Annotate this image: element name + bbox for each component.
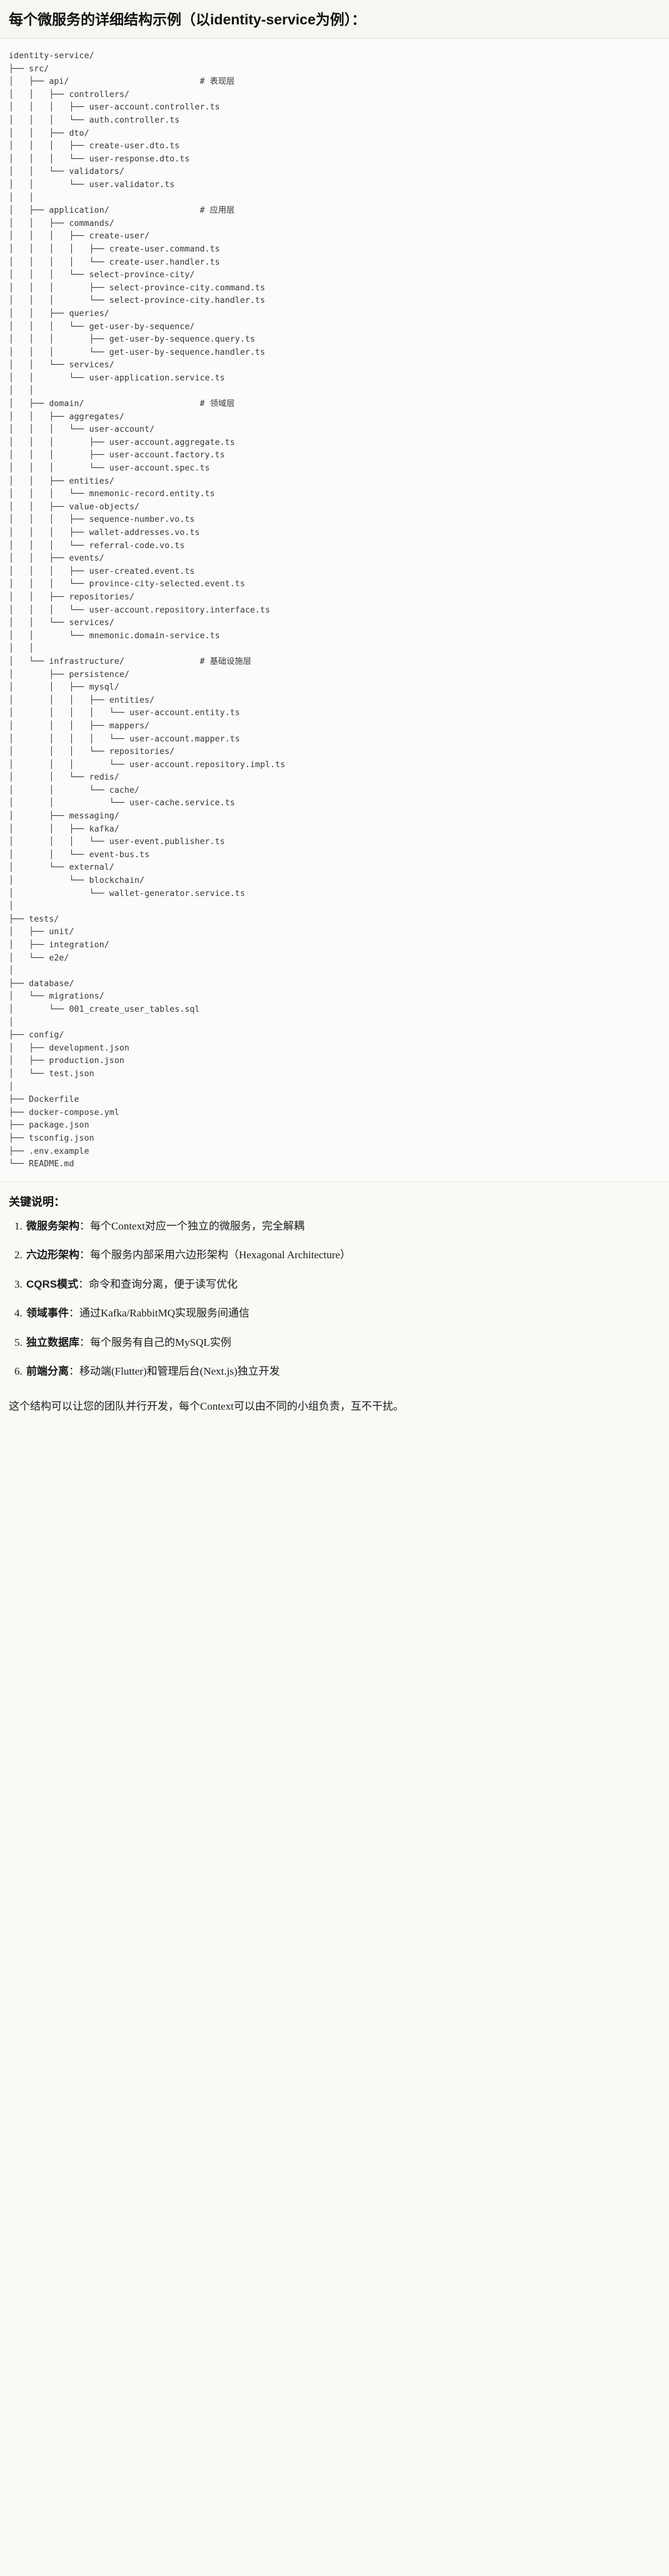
list-item: 六边形架构：每个服务内部采用六边形架构（Hexagonal Architectu… bbox=[25, 1247, 660, 1263]
list-item: 微服务架构：每个Context对应一个独立的微服务，完全解耦 bbox=[25, 1218, 660, 1235]
key-notes-title: 关键说明： bbox=[9, 1195, 65, 1208]
note-description: 每个服务内部采用六边形架构（Hexagonal Architecture） bbox=[90, 1249, 351, 1261]
note-separator: ： bbox=[78, 1278, 89, 1290]
directory-tree-block: identity-service/ ├── src/ │ ├── api/ # … bbox=[0, 39, 669, 1182]
note-separator: ： bbox=[79, 1249, 90, 1261]
note-description: 命令和查询分离，便于读写优化 bbox=[89, 1278, 238, 1290]
document-page: 每个微服务的详细结构示例（以identity-service为例）： ident… bbox=[0, 0, 669, 1428]
note-term: CQRS模式 bbox=[26, 1278, 79, 1290]
list-item: 独立数据库：每个服务有自己的MySQL实例 bbox=[25, 1335, 660, 1351]
list-item: 前端分离：移动端(Flutter)和管理后台(Next.js)独立开发 bbox=[25, 1363, 660, 1380]
note-term: 前端分离 bbox=[26, 1365, 69, 1378]
note-separator: ： bbox=[79, 1219, 90, 1232]
note-separator: ： bbox=[69, 1365, 79, 1378]
document-header: 每个微服务的详细结构示例（以identity-service为例）： bbox=[0, 0, 669, 39]
key-notes-section: 关键说明： 微服务架构：每个Context对应一个独立的微服务，完全解耦 六边形… bbox=[0, 1181, 669, 1395]
note-term: 领域事件 bbox=[26, 1307, 69, 1320]
page-title: 每个微服务的详细结构示例（以identity-service为例）： bbox=[9, 11, 366, 28]
note-term: 独立数据库 bbox=[26, 1336, 79, 1348]
list-item: CQRS模式：命令和查询分离，便于读写优化 bbox=[25, 1276, 660, 1293]
directory-tree: identity-service/ ├── src/ │ ├── api/ # … bbox=[9, 51, 286, 1169]
note-description: 每个服务有自己的MySQL实例 bbox=[90, 1336, 231, 1348]
note-term: 六边形架构 bbox=[26, 1249, 79, 1261]
note-separator: ： bbox=[79, 1336, 90, 1348]
note-description: 通过Kafka/RabbitMQ实现服务间通信 bbox=[79, 1307, 249, 1320]
note-separator: ： bbox=[69, 1307, 79, 1320]
closing-paragraph: 这个结构可以让您的团队并行开发，每个Context可以由不同的小组负责，互不干扰… bbox=[0, 1394, 669, 1429]
note-description: 移动端(Flutter)和管理后台(Next.js)独立开发 bbox=[79, 1365, 280, 1378]
key-notes-list: 微服务架构：每个Context对应一个独立的微服务，完全解耦 六边形架构：每个服… bbox=[9, 1218, 660, 1380]
list-item: 领域事件：通过Kafka/RabbitMQ实现服务间通信 bbox=[25, 1305, 660, 1321]
note-description: 每个Context对应一个独立的微服务，完全解耦 bbox=[90, 1219, 304, 1232]
note-term: 微服务架构 bbox=[26, 1219, 79, 1232]
